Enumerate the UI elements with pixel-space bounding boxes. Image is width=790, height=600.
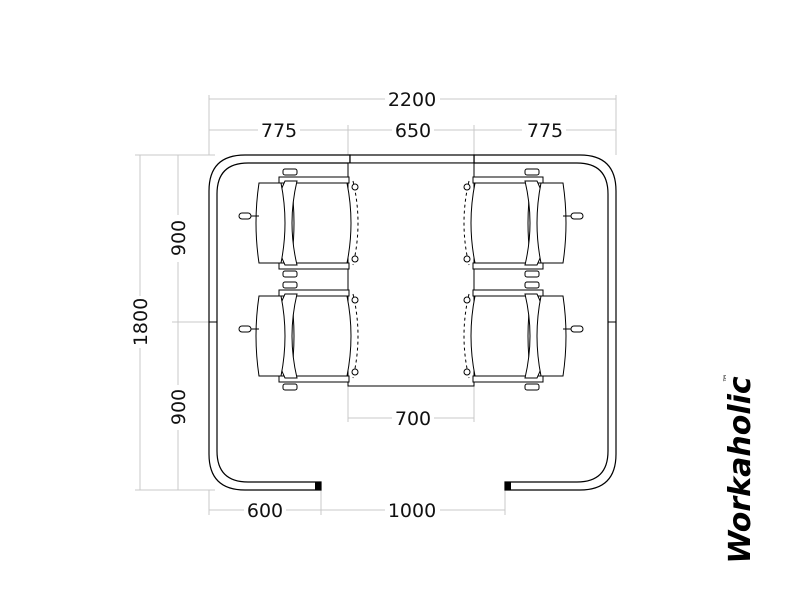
dim-lower-depth: 900 <box>168 389 190 425</box>
meeting-table <box>347 162 475 387</box>
dim-upper-depth: 900 <box>168 220 190 256</box>
dim-left-span: 775 <box>261 120 297 142</box>
dim-right-span: 775 <box>527 120 563 142</box>
partition-top-center <box>349 154 475 164</box>
chair-bottom-left <box>238 281 359 391</box>
dim-entry-offset: 600 <box>247 500 283 522</box>
chair-bottom-right <box>463 281 584 391</box>
brand-logo: Workaholic ™ <box>723 374 758 564</box>
brand-name: Workaholic <box>723 376 758 564</box>
dim-entry-opening: 1000 <box>388 500 436 522</box>
chair-top-left <box>238 168 359 278</box>
dim-center-span: 650 <box>395 120 431 142</box>
dim-overall-width: 2200 <box>388 89 436 111</box>
dim-overall-depth: 1800 <box>130 298 152 346</box>
dimension-lines <box>135 95 617 515</box>
chair-top-right <box>463 168 584 278</box>
trademark-symbol: ™ <box>723 374 733 383</box>
dim-table-width: 700 <box>395 408 431 430</box>
